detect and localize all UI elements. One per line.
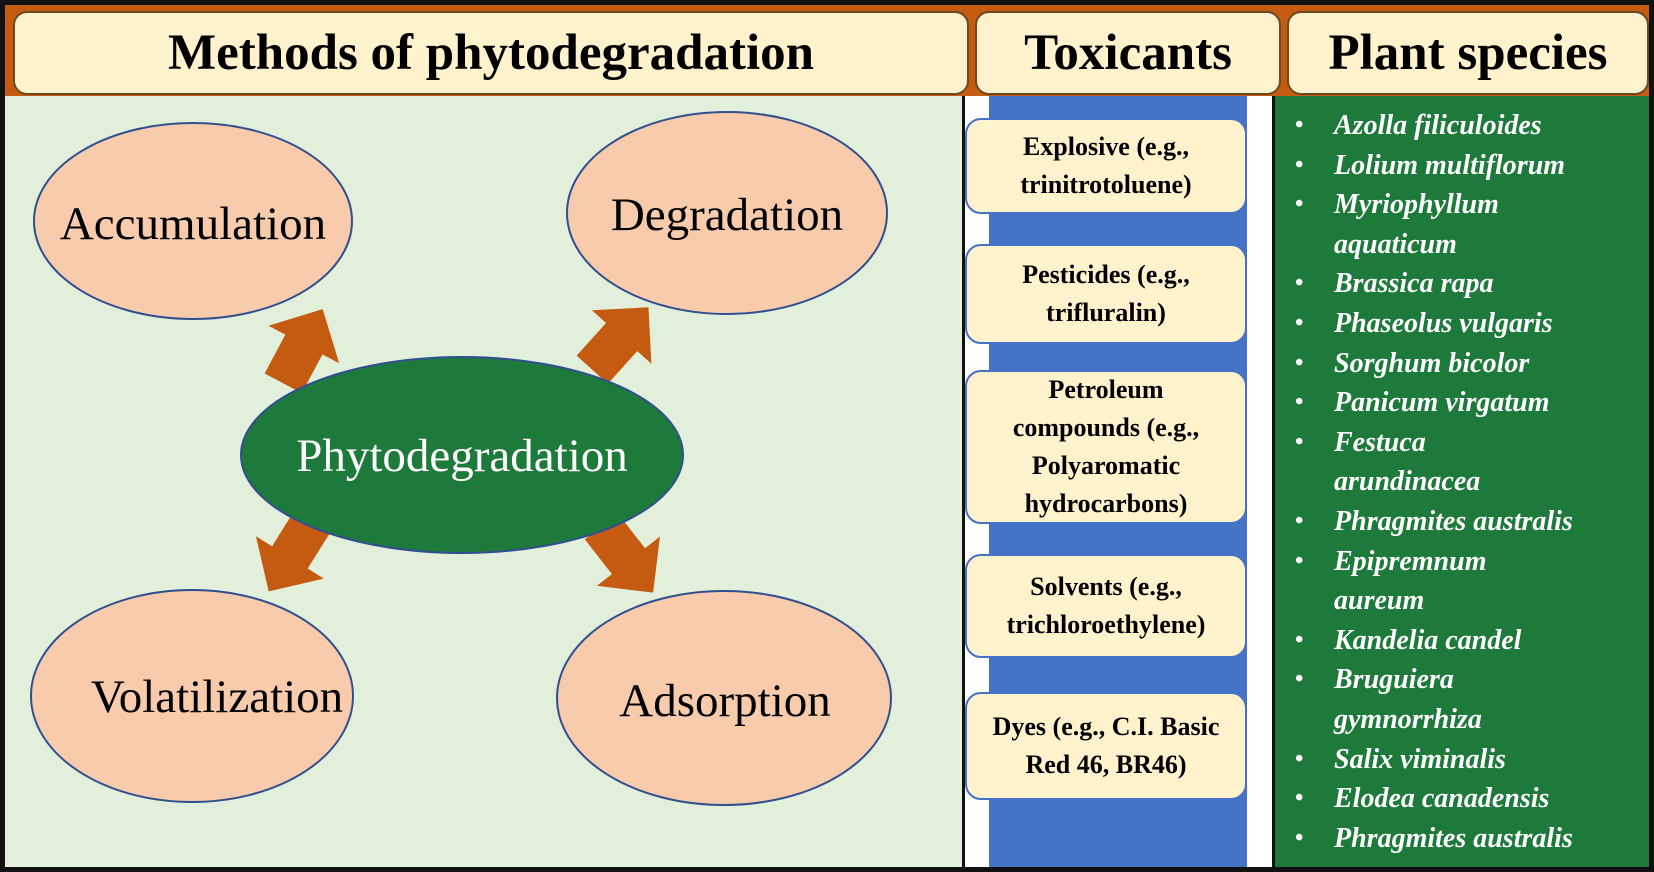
list-item: Brassica rapa (1295, 264, 1573, 304)
list-item: Salix viminalis (1295, 740, 1573, 780)
toxicant-line: hydrocarbons) (1024, 489, 1188, 518)
list-item: Phragmites australis (1295, 819, 1573, 859)
toxicant-dyes: Dyes (e.g., C.I. Basic Red 46, BR46) (965, 692, 1247, 800)
accumulation-node (33, 122, 353, 320)
toxicant-line: Polyaromatic (1031, 451, 1181, 480)
plant-name: Brassica rapa (1334, 268, 1494, 300)
arrow-to-accumulation (264, 309, 340, 394)
plant-species-list: Azolla filiculoides Lolium multiflorum M… (1295, 106, 1573, 858)
plant-species-panel: Azolla filiculoides Lolium multiflorum M… (1275, 96, 1649, 867)
plant-name-cont: aureum (1334, 585, 1425, 617)
plant-name-cont: gymnorrhiza (1334, 703, 1482, 735)
degradation-node (566, 111, 888, 315)
plant-name: Myriophyllum (1334, 189, 1499, 221)
list-item: Sorghum bicolor (1295, 344, 1573, 384)
toxicant-line: compounds (e.g., (1012, 413, 1200, 442)
volatilization-label: Volatilization (91, 671, 343, 723)
plant-name: Azolla filiculoides (1334, 110, 1542, 141)
phytodegradation-label: Phytodegradation (296, 430, 628, 482)
arrow-to-volatilization (255, 508, 332, 592)
toxicant-line: Explosive (e.g., (1022, 132, 1190, 161)
methods-diagram: Accumulation Degradation Volatilization … (30, 111, 892, 806)
list-item: Festuca arundinacea (1295, 423, 1573, 502)
toxicant-line: Dyes (e.g., C.I. Basic (992, 712, 1220, 741)
toxicant-line: Solvents (e.g., (1030, 572, 1182, 601)
toxicant-line: trifluralin) (1046, 298, 1166, 327)
toxicant-line: trinitrotoluene) (1020, 170, 1192, 199)
plant-name: Phaseolus vulgaris (1334, 307, 1553, 339)
toxicant-line: Pesticides (e.g., (1022, 260, 1190, 289)
list-item: Lolium multiflorum (1295, 146, 1573, 186)
plant-name: Kandelia candel (1334, 624, 1522, 656)
plant-name: Phragmites australis (1334, 505, 1573, 537)
list-item: Epipremnum aureum (1295, 542, 1573, 621)
adsorption-label: Adsorption (619, 675, 831, 727)
plant-name-cont: arundinacea (1334, 466, 1481, 498)
volatilization-node (30, 589, 354, 803)
list-item: Azolla filiculoides (1295, 106, 1573, 146)
header-plant-species: Plant species (1287, 11, 1649, 95)
plant-name: Sorghum bicolor (1334, 347, 1530, 379)
toxicants-panel: Explosive (e.g., trinitrotoluene) Pestic… (965, 96, 1275, 867)
plant-name: Salix viminalis (1334, 743, 1506, 775)
list-item: Bruguiera gymnorrhiza (1295, 660, 1573, 739)
methods-panel: Accumulation Degradation Volatilization … (5, 96, 965, 867)
header-toxicants: Toxicants (975, 11, 1281, 95)
plant-name: Elodea canadensis (1334, 783, 1550, 815)
list-item: Elodea canadensis (1295, 779, 1573, 819)
toxicant-line: Petroleum (1048, 375, 1164, 404)
arrow-to-adsorption (584, 513, 660, 593)
list-item: Kandelia candel (1295, 621, 1573, 661)
toxicant-solvents: Solvents (e.g., trichloroethylene) (965, 554, 1247, 658)
degradation-label: Degradation (611, 189, 843, 241)
plant-name: Panicum virgatum (1334, 387, 1550, 419)
plant-name: Festuca (1334, 426, 1426, 458)
plant-name: Epipremnum (1334, 545, 1487, 577)
toxicant-explosive: Explosive (e.g., trinitrotoluene) (965, 118, 1247, 214)
toxicant-line: trichloroethylene) (1006, 610, 1206, 639)
list-item: Panicum virgatum (1295, 383, 1573, 423)
plant-name: Lolium multiflorum (1334, 149, 1566, 181)
adsorption-node (556, 590, 892, 806)
toxicant-pesticides: Pesticides (e.g., trifluralin) (965, 244, 1247, 344)
toxicant-line: Red 46, BR46) (1025, 750, 1187, 779)
plant-name: Bruguiera (1334, 664, 1454, 696)
plant-name: Phragmites australis (1334, 822, 1573, 854)
accumulation-label: Accumulation (60, 198, 326, 250)
list-item: Phaseolus vulgaris (1295, 304, 1573, 344)
plant-name-cont: aquaticum (1334, 228, 1457, 260)
header-methods: Methods of phytodegradation (13, 11, 969, 95)
phytodegradation-node (240, 356, 684, 554)
list-item: Phragmites australis (1295, 502, 1573, 542)
toxicant-petroleum: Petroleum compounds (e.g., Polyaromatic … (965, 370, 1247, 524)
arrow-to-degradation (576, 307, 652, 384)
list-item: Myriophyllum aquaticum (1295, 185, 1573, 264)
